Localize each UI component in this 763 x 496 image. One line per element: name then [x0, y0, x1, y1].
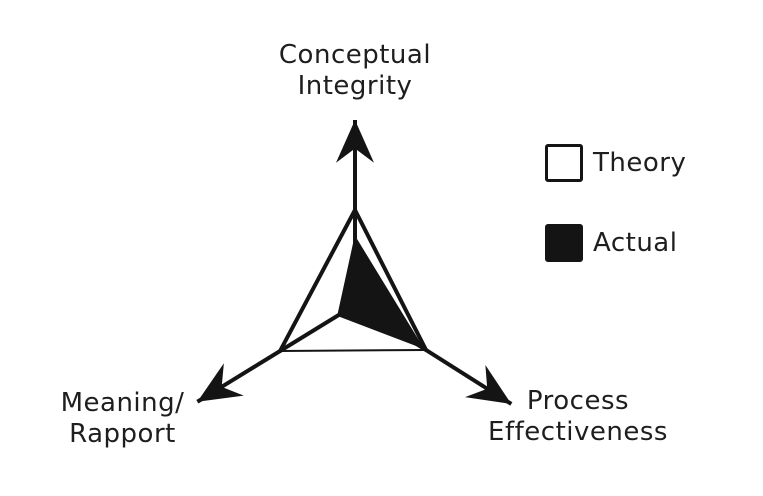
axis-arrow-meaning-rapport [196, 303, 357, 404]
axis-label-line: Meaning/ [60, 388, 185, 418]
axis-label-line: Effectiveness [488, 416, 668, 447]
actual-filled-triangle [337, 235, 425, 350]
legend-label-actual: Actual [593, 228, 678, 258]
axis-label-line: Integrity [297, 70, 413, 101]
theory-bottom-side [280, 348, 426, 353]
axis-label-process-effectiveness: Process Effectiveness [468, 386, 688, 447]
theory-right-side [353, 208, 428, 352]
legend-label-theory: Theory [593, 148, 687, 178]
legend-item-actual: Actual [545, 224, 677, 262]
axis-label-meaning-rapport: Meaning/ Rapport [30, 388, 215, 449]
axis-label-line: Process [526, 386, 630, 416]
theory-swatch-icon [545, 144, 583, 182]
legend-item-theory: Theory [545, 144, 686, 182]
axis-label-line: Conceptual [278, 40, 432, 70]
actual-polygon [337, 235, 425, 350]
axis-label-line: Rapport [69, 418, 176, 449]
axis-label-conceptual-integrity: Conceptual Integrity [235, 40, 475, 101]
theory-triangle [278, 208, 428, 354]
actual-swatch-icon [545, 224, 583, 262]
theory-left-side [278, 208, 357, 354]
